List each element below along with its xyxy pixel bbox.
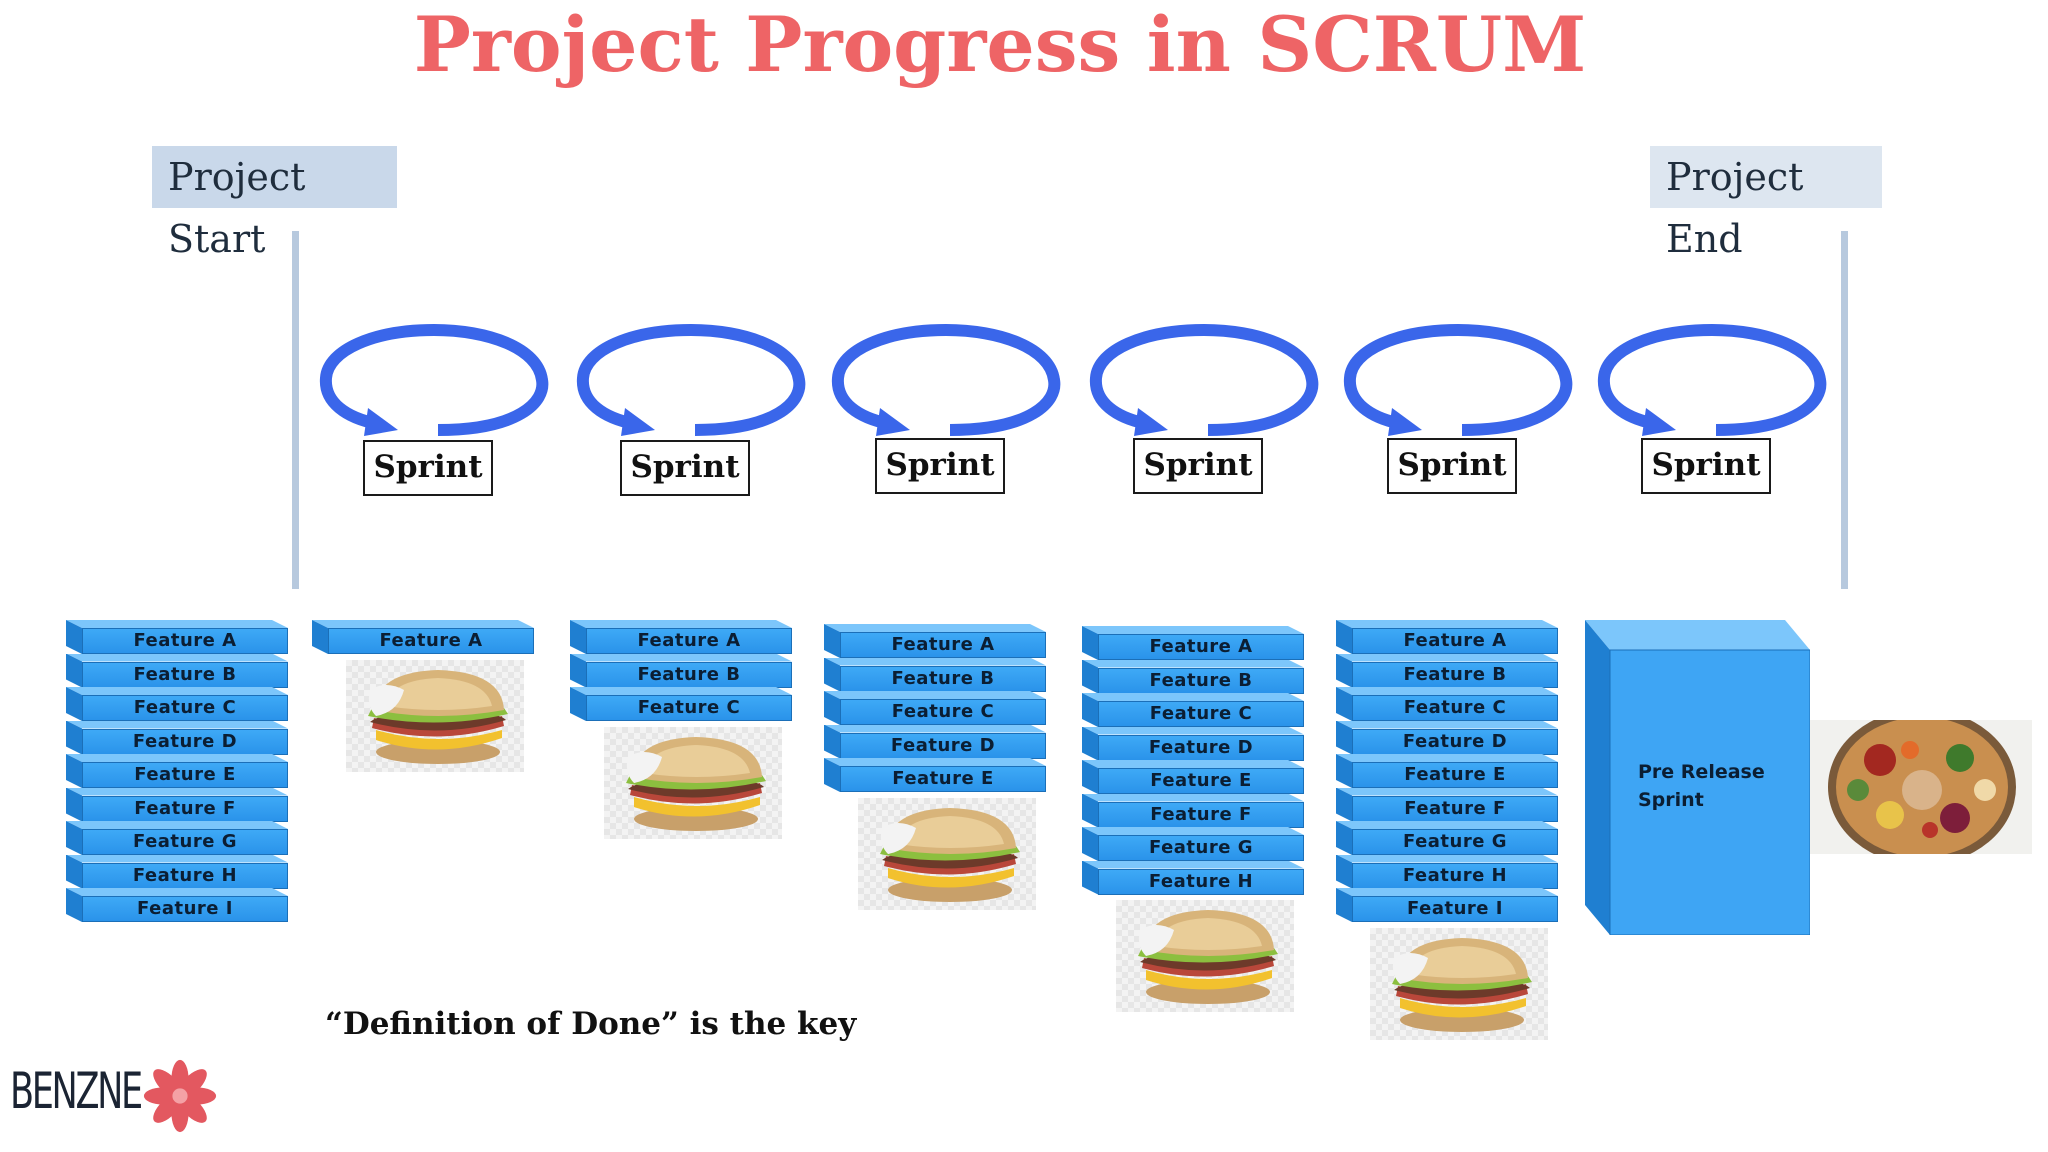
feature-block: Feature I <box>1336 888 1558 922</box>
sprint-box: Sprint <box>875 438 1005 494</box>
feature-label: Feature E <box>82 762 288 788</box>
project-end-line <box>1841 231 1848 589</box>
slide-title: Project Progress in SCRUM <box>413 0 1587 89</box>
pre-release-label: Pre Release Sprint <box>1638 761 1765 811</box>
feature-label: Feature C <box>1098 701 1304 727</box>
feature-block: Feature C <box>824 691 1046 725</box>
feature-label: Feature B <box>586 661 792 688</box>
feature-label: Feature H <box>82 862 288 889</box>
sprint-cycle-arrow-icon <box>1089 323 1319 436</box>
feature-block: Feature B <box>1082 659 1304 694</box>
feature-label: Feature C <box>840 699 1046 725</box>
burger-image <box>346 659 524 772</box>
feature-block: Feature B <box>824 657 1046 692</box>
feature-label: Feature A <box>1098 634 1304 660</box>
feature-block: Feature F <box>1082 793 1304 828</box>
feature-label: Feature B <box>1352 661 1558 688</box>
burger-image <box>1116 900 1294 1012</box>
sprint-cycle-arrow-icon <box>1343 323 1573 436</box>
feature-block: Feature F <box>1336 787 1558 822</box>
feature-label: Feature E <box>1352 762 1558 788</box>
feature-label: Feature A <box>1352 628 1558 654</box>
sprint-cycle-arrow-icon <box>319 323 549 436</box>
feature-label: Feature B <box>840 665 1046 692</box>
sprint-box: Sprint <box>1133 438 1263 494</box>
feature-block: Feature B <box>1336 653 1558 688</box>
feature-block: Feature G <box>66 821 288 855</box>
feature-block: Feature A <box>312 620 534 654</box>
feature-block: Feature E <box>1336 754 1558 788</box>
burger-image <box>858 797 1036 910</box>
feature-block: Feature D <box>66 720 288 755</box>
feature-label: Feature B <box>1098 667 1304 694</box>
feature-block: Feature H <box>1336 854 1558 889</box>
feature-block: Feature C <box>1336 687 1558 721</box>
feature-block: Feature A <box>570 620 792 654</box>
feature-label: Feature C <box>82 695 288 721</box>
project-start-label: Project Start <box>152 146 397 261</box>
sprint-box: Sprint <box>1387 438 1517 494</box>
feature-label: Feature C <box>1352 695 1558 721</box>
feature-label: Feature A <box>586 628 792 654</box>
feature-block: Feature A <box>824 624 1046 658</box>
feature-block: Feature C <box>1082 693 1304 727</box>
feature-block: Feature A <box>1082 626 1304 660</box>
feature-label: Feature B <box>82 661 288 688</box>
feature-label: Feature H <box>1098 868 1304 895</box>
lotus-logo-icon <box>143 1059 217 1133</box>
feature-block: Feature C <box>66 687 288 721</box>
sprint-box: Sprint <box>620 440 750 496</box>
feature-label: Feature H <box>1352 862 1558 889</box>
definition-of-done-caption: “Definition of Done” is the key <box>325 1006 857 1042</box>
feature-label: Feature G <box>1352 829 1558 855</box>
sprint-cycle-arrow-icon <box>1597 323 1827 436</box>
feature-block: Feature A <box>1336 620 1558 654</box>
feature-block: Feature E <box>66 754 288 788</box>
burger-image <box>1370 927 1548 1040</box>
project-end-label: Project End <box>1650 146 1882 261</box>
feature-block: Feature D <box>824 724 1046 759</box>
sprint-box: Sprint <box>1641 438 1771 494</box>
feature-label: Feature G <box>82 829 288 855</box>
feature-block: Feature E <box>824 758 1046 792</box>
feature-label: Feature D <box>1352 728 1558 755</box>
feature-label: Feature A <box>840 632 1046 658</box>
burger-image <box>604 726 782 839</box>
feature-label: Feature D <box>840 732 1046 759</box>
feature-label: Feature D <box>1098 734 1304 761</box>
feature-label: Feature F <box>1098 801 1304 828</box>
feature-block: Feature G <box>1336 821 1558 855</box>
feature-label: Feature I <box>82 896 288 922</box>
feature-block: Feature D <box>1336 720 1558 755</box>
sprint-cycle-arrow-icon <box>576 323 806 436</box>
logo-wordmark: BENZNE <box>10 1062 143 1120</box>
pre-release-block <box>1585 620 1810 935</box>
feature-label: Feature I <box>1352 896 1558 922</box>
feature-label: Feature D <box>82 728 288 755</box>
feature-block: Feature E <box>1082 760 1304 794</box>
feature-block: Feature F <box>66 787 288 822</box>
feature-label: Feature A <box>82 628 288 654</box>
feature-label: Feature A <box>328 628 534 654</box>
feature-label: Feature E <box>840 766 1046 792</box>
feature-label: Feature G <box>1098 835 1304 861</box>
feature-label: Feature E <box>1098 768 1304 794</box>
sprint-box: Sprint <box>363 440 493 496</box>
feature-label: Feature F <box>1352 795 1558 822</box>
feature-block: Feature G <box>1082 827 1304 861</box>
feature-block: Feature B <box>66 653 288 688</box>
feature-block: Feature H <box>1082 860 1304 895</box>
food-platter-image <box>1810 720 2032 854</box>
feature-label: Feature C <box>586 695 792 721</box>
feature-block: Feature A <box>66 620 288 654</box>
feature-block: Feature D <box>1082 726 1304 761</box>
feature-block: Feature I <box>66 888 288 922</box>
feature-block: Feature B <box>570 653 792 688</box>
sprint-cycle-arrow-icon <box>831 323 1061 436</box>
feature-block: Feature C <box>570 687 792 721</box>
feature-label: Feature F <box>82 795 288 822</box>
project-start-line <box>292 231 299 589</box>
feature-block: Feature H <box>66 854 288 889</box>
